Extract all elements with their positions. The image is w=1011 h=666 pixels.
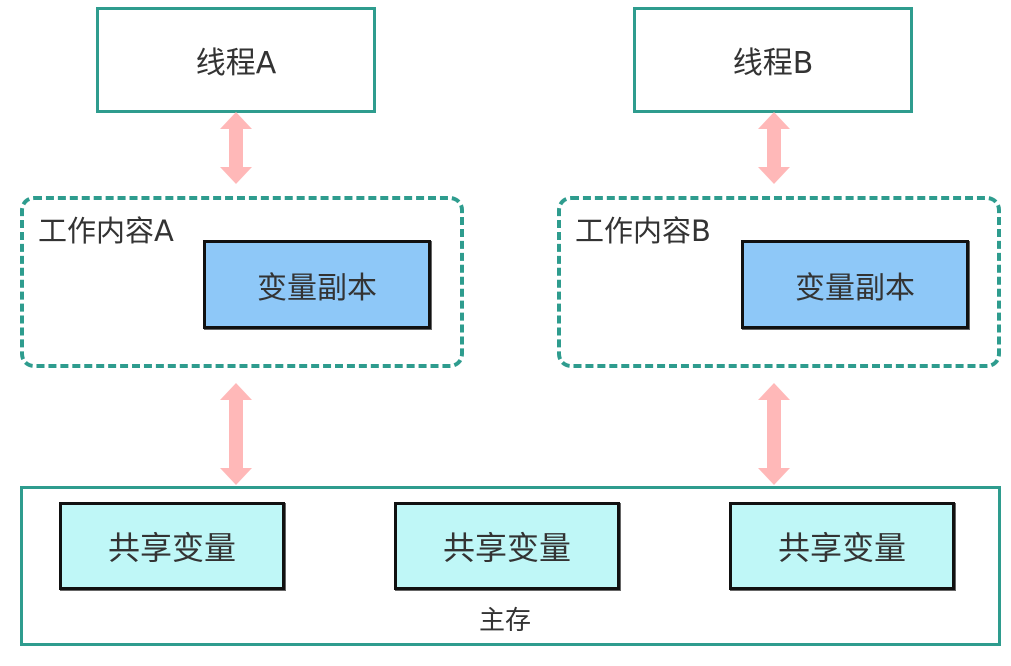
thread-a-label: 线程A	[195, 46, 277, 81]
arrow-thread-a-work	[220, 112, 252, 184]
shared-variable-3-label: 共享变量	[777, 529, 906, 567]
thread-b-box: 线程B	[633, 7, 913, 113]
shared-variable-2: 共享变量	[394, 502, 620, 590]
shared-variable-1: 共享变量	[59, 502, 285, 590]
shared-variable-3: 共享变量	[729, 502, 955, 590]
shared-variable-1-label: 共享变量	[107, 529, 236, 567]
work-area-a-label: 工作内容A	[38, 214, 174, 248]
variable-copy-a-label: 变量副本	[257, 270, 377, 306]
arrow-work-a-main	[220, 383, 252, 485]
shared-variable-2-label: 共享变量	[442, 529, 571, 567]
arrow-work-b-main	[758, 383, 790, 485]
variable-copy-b: 变量副本	[741, 240, 969, 329]
arrow-thread-b-work	[758, 112, 790, 184]
thread-a-box: 线程A	[96, 7, 376, 113]
main-memory-label: 主存	[479, 606, 532, 636]
thread-b-label: 线程B	[732, 46, 814, 81]
variable-copy-b-label: 变量副本	[795, 270, 915, 306]
variable-copy-a: 变量副本	[203, 240, 431, 329]
work-area-b-label: 工作内容B	[575, 214, 711, 248]
